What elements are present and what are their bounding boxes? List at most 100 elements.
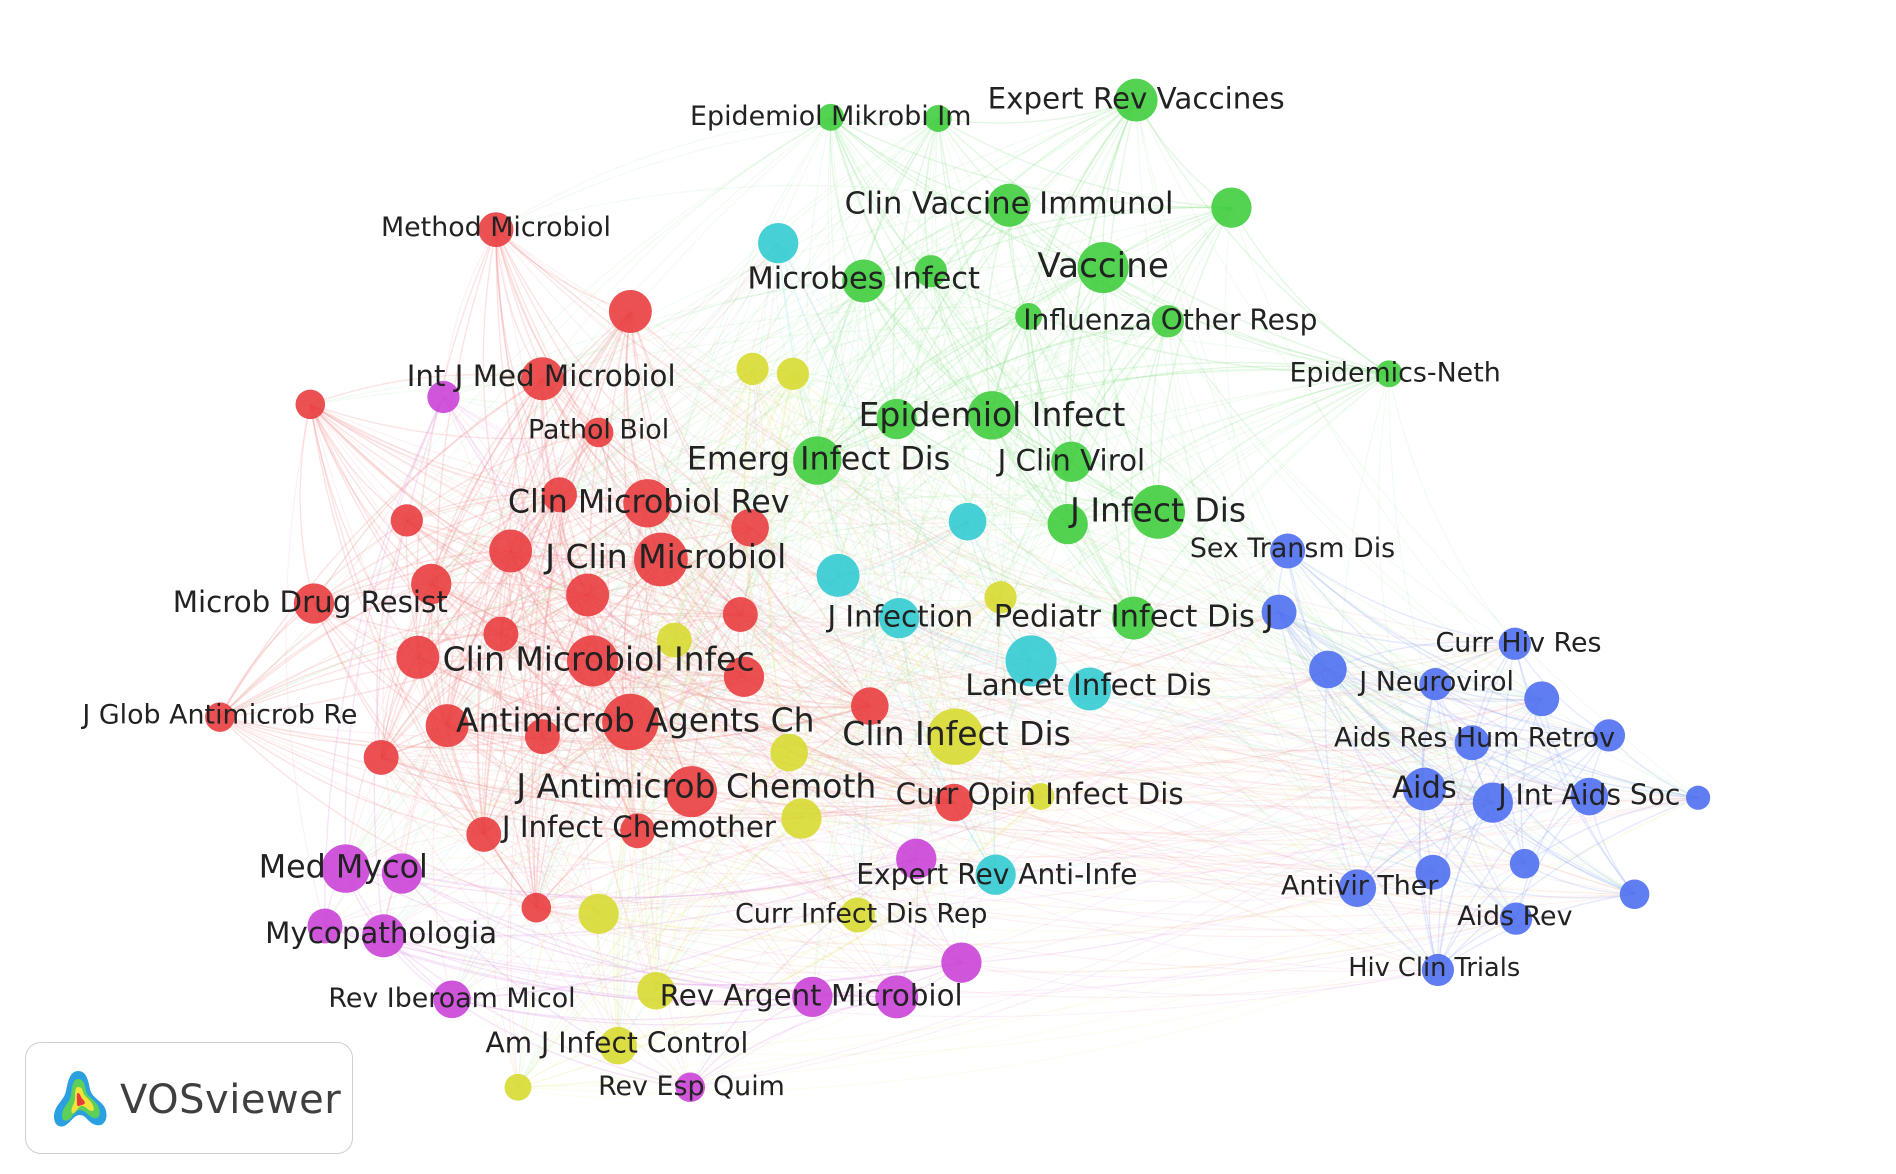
node-yellow[interactable] [736, 352, 769, 386]
node-red[interactable] [566, 635, 619, 687]
node-magenta[interactable] [875, 975, 919, 1019]
node-green[interactable] [793, 436, 842, 485]
link [313, 603, 448, 727]
node-magenta[interactable] [896, 838, 937, 879]
node-green[interactable] [1047, 503, 1088, 545]
node-red[interactable] [478, 212, 514, 248]
node-green[interactable] [842, 259, 886, 303]
node-red[interactable] [520, 357, 564, 401]
node-blue[interactable] [1415, 854, 1451, 890]
node-magenta[interactable] [362, 914, 406, 958]
node-green[interactable] [924, 105, 952, 132]
node-blue[interactable] [1509, 848, 1540, 879]
node-red[interactable] [390, 504, 423, 537]
node-red[interactable] [396, 635, 440, 679]
node-cyan[interactable] [758, 222, 799, 264]
node-red[interactable] [425, 704, 469, 748]
node-red[interactable] [489, 529, 533, 573]
node-red[interactable] [665, 766, 717, 818]
node-yellow[interactable] [504, 1073, 532, 1101]
node-cyan[interactable] [1005, 635, 1057, 687]
node-green[interactable] [1112, 596, 1156, 640]
node-magenta[interactable] [427, 380, 460, 414]
node-red[interactable] [411, 563, 452, 605]
node-green[interactable] [1015, 302, 1043, 330]
node-red[interactable] [608, 290, 652, 334]
node-yellow[interactable] [656, 622, 692, 658]
node-green[interactable] [1131, 484, 1185, 539]
node-blue[interactable] [1685, 785, 1711, 810]
node-green[interactable] [1375, 360, 1403, 388]
node-magenta[interactable] [941, 942, 982, 983]
node-yellow[interactable] [599, 1026, 637, 1065]
node-label: Med Mycol [259, 850, 428, 886]
node-red[interactable] [542, 477, 577, 513]
node-magenta[interactable] [307, 908, 343, 944]
node-blue[interactable] [1270, 533, 1306, 569]
node-yellow[interactable] [578, 893, 619, 934]
node-red[interactable] [483, 616, 519, 652]
node-red[interactable] [566, 573, 610, 617]
node-red[interactable] [205, 702, 235, 732]
node-cyan[interactable] [816, 553, 860, 597]
node-green[interactable] [914, 255, 948, 288]
node-red[interactable] [722, 597, 758, 632]
node-yellow[interactable] [637, 971, 675, 1010]
node-red[interactable] [524, 719, 560, 755]
node-magenta[interactable] [381, 853, 423, 894]
node-blue[interactable] [1498, 627, 1531, 660]
node-yellow[interactable] [1027, 783, 1055, 810]
node-red[interactable] [602, 693, 659, 751]
node-blue[interactable] [1499, 902, 1533, 935]
node-green[interactable] [1151, 305, 1185, 338]
node-blue[interactable] [1419, 667, 1452, 701]
node-blue[interactable] [1619, 879, 1650, 910]
node-magenta[interactable] [433, 980, 471, 1019]
node-red[interactable] [295, 389, 326, 420]
node-green[interactable] [967, 391, 1017, 440]
node-cyan[interactable] [1068, 667, 1112, 711]
node-red[interactable] [731, 508, 769, 547]
node-red[interactable] [293, 583, 335, 624]
node-blue[interactable] [1261, 594, 1297, 630]
node-cyan[interactable] [948, 502, 987, 541]
node-magenta[interactable] [675, 1072, 706, 1103]
node-red[interactable] [634, 532, 688, 587]
node-red[interactable] [363, 739, 399, 775]
node-green[interactable] [1211, 187, 1252, 228]
node-cyan[interactable] [975, 854, 1016, 895]
node-blue[interactable] [1309, 650, 1347, 689]
node-yellow[interactable] [781, 798, 822, 839]
node-red[interactable] [521, 892, 552, 923]
node-red[interactable] [935, 783, 973, 822]
node-cyan[interactable] [878, 597, 920, 639]
node-blue[interactable] [1592, 719, 1626, 752]
node-green[interactable] [1051, 441, 1092, 482]
node-blue[interactable] [1454, 725, 1490, 761]
node-blue[interactable] [1338, 869, 1377, 907]
node-green[interactable] [817, 103, 845, 131]
node-red[interactable] [466, 816, 502, 852]
node-yellow[interactable] [984, 581, 1017, 614]
node-red[interactable] [620, 813, 656, 849]
node-blue[interactable] [1570, 777, 1609, 816]
node-blue[interactable] [1524, 681, 1560, 717]
node-red[interactable] [723, 656, 765, 697]
node-yellow[interactable] [927, 708, 984, 765]
node-green[interactable] [1077, 242, 1129, 294]
node-blue[interactable] [1472, 782, 1514, 823]
node-yellow[interactable] [840, 897, 876, 933]
node-red[interactable] [623, 479, 672, 528]
node-yellow[interactable] [770, 733, 808, 772]
node-green[interactable] [987, 183, 1031, 227]
node-blue[interactable] [1421, 953, 1455, 987]
node-magenta[interactable] [321, 844, 370, 893]
link [219, 550, 511, 718]
node-magenta[interactable] [792, 976, 833, 1018]
node-green[interactable] [876, 398, 917, 440]
node-red[interactable] [851, 687, 889, 725]
node-yellow[interactable] [776, 357, 809, 390]
node-green[interactable] [1114, 78, 1158, 122]
node-red[interactable] [583, 417, 614, 448]
node-blue[interactable] [1402, 767, 1446, 811]
